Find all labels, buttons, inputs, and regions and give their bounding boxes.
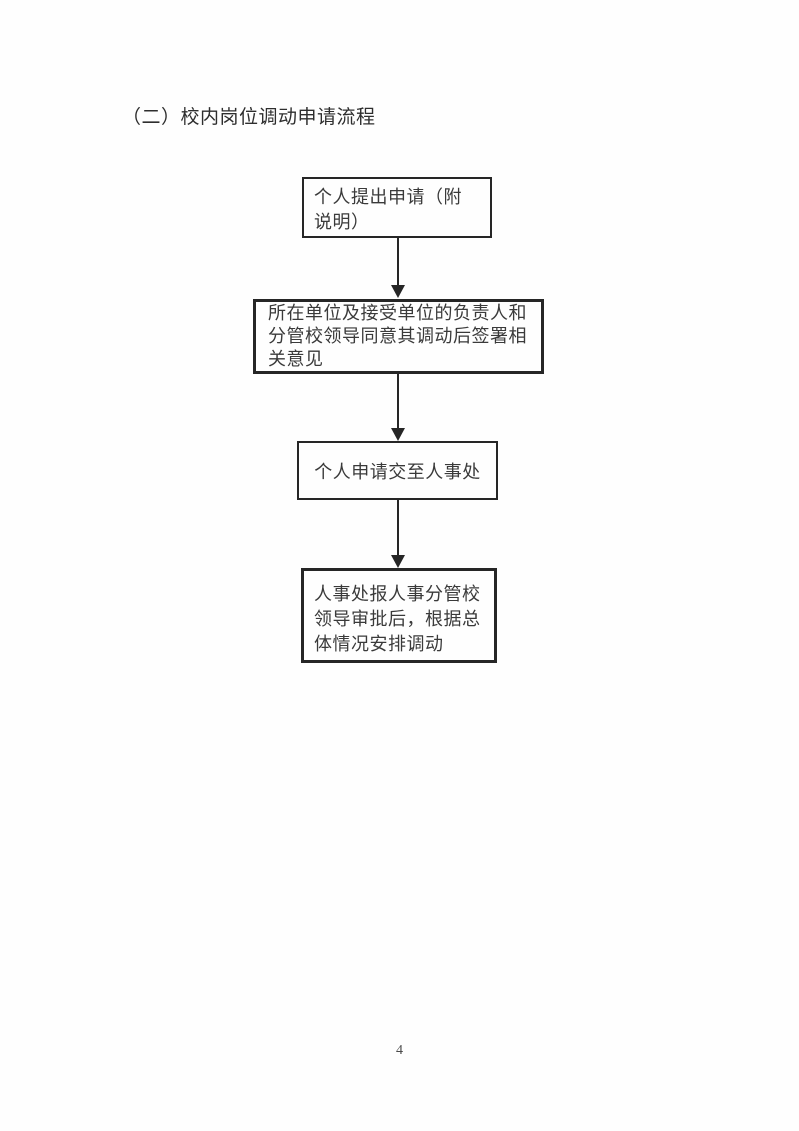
flow-arrow-down-icon-1 [390,238,406,298]
arrow-shaft [397,238,399,285]
flow-step-4: 人事处报人事分管校 领导审批后，根据总 体情况安排调动 [301,568,497,663]
flow-step-1: 个人提出申请（附 说明） [302,177,492,238]
arrow-shaft [397,374,399,428]
flow-step-2: 所在单位及接受单位的负责人和 分管校领导同意其调动后签署相 关意见 [253,299,544,374]
flow-arrow-down-icon-2 [390,374,406,441]
flow-arrow-down-icon-3 [390,500,406,568]
arrow-head [391,555,405,568]
arrow-shaft [397,500,399,555]
section-heading: （二）校内岗位调动申请流程 [122,107,376,128]
flow-step-3: 个人申请交至人事处 [297,441,498,500]
arrow-head [391,285,405,298]
arrow-head [391,428,405,441]
page-number: 4 [396,1043,403,1058]
